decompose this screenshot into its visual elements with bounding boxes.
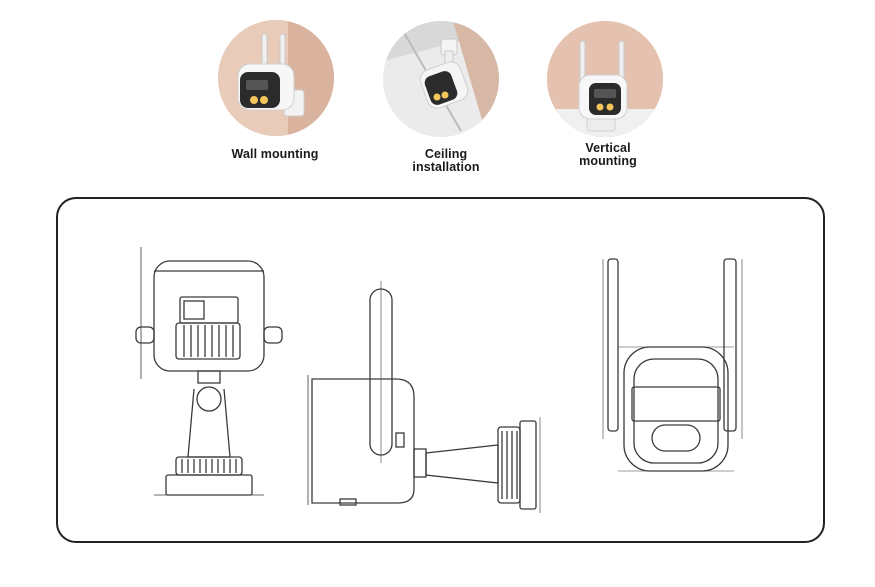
back-view-drawing (602, 258, 743, 472)
vertical-mounting-photo (547, 21, 663, 137)
side-view-drawing (307, 281, 541, 513)
wall-mounting-photo (218, 20, 334, 136)
ceiling-installation-label: Ceiling installation (412, 147, 480, 174)
vertical-mounting-label: Vertical mounting (579, 141, 637, 168)
wall-mounting-label: Wall mounting (231, 147, 319, 161)
front-view-drawing (135, 247, 283, 496)
dimension-drawings-panel (56, 197, 825, 543)
ceiling-installation-photo (383, 21, 499, 137)
